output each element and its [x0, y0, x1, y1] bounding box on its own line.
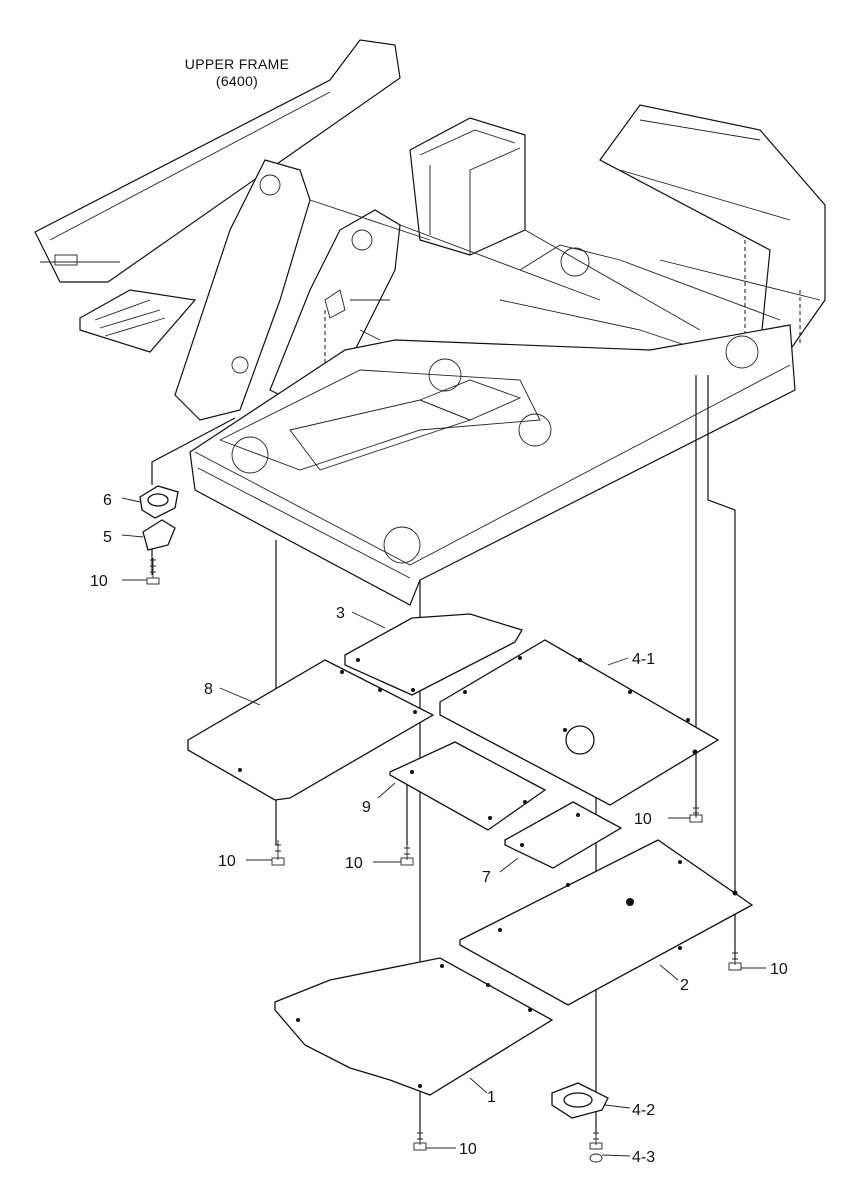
callout-10: 10	[345, 855, 363, 872]
callout-9: 9	[362, 799, 371, 816]
plate-8	[187, 659, 435, 801]
diagram-subtitle: (6400)	[216, 73, 258, 89]
bolt-icon	[146, 558, 160, 585]
callout-10: 10	[634, 811, 652, 828]
callout-6: 6	[103, 492, 112, 509]
bolt-icon	[689, 805, 703, 823]
callout-3: 3	[336, 605, 345, 622]
bolt-icon	[728, 950, 742, 971]
bolt-icon	[589, 1130, 603, 1163]
callout-4-3: 4-3	[632, 1149, 655, 1166]
plate-1	[274, 957, 554, 1096]
bolt-icon	[413, 1130, 427, 1151]
upper-frame	[34, 39, 826, 606]
plate-9	[389, 741, 547, 831]
callout-1: 1	[487, 1089, 496, 1106]
callout-5: 5	[103, 529, 112, 546]
plate-4-1-hole	[565, 725, 595, 755]
plate-2	[459, 839, 754, 1006]
callout-8: 8	[204, 681, 213, 698]
plate-3	[344, 613, 523, 696]
cover-5	[142, 519, 176, 551]
bolt-icon	[400, 845, 414, 866]
callout-10: 10	[90, 573, 108, 590]
callout-4-1: 4-1	[632, 651, 655, 668]
plate-7	[504, 801, 623, 869]
callout-leaders	[121, 497, 766, 1157]
callout-4-2: 4-2	[632, 1102, 655, 1119]
callout-7: 7	[482, 869, 491, 886]
plate-4-1	[439, 639, 720, 806]
callout-10: 10	[459, 1141, 477, 1158]
callout-10: 10	[218, 853, 236, 870]
bolt-icon	[271, 840, 285, 866]
callout-2: 2	[680, 977, 689, 994]
diagram-title: UPPER FRAME	[185, 56, 289, 72]
callout-10: 10	[770, 961, 788, 978]
